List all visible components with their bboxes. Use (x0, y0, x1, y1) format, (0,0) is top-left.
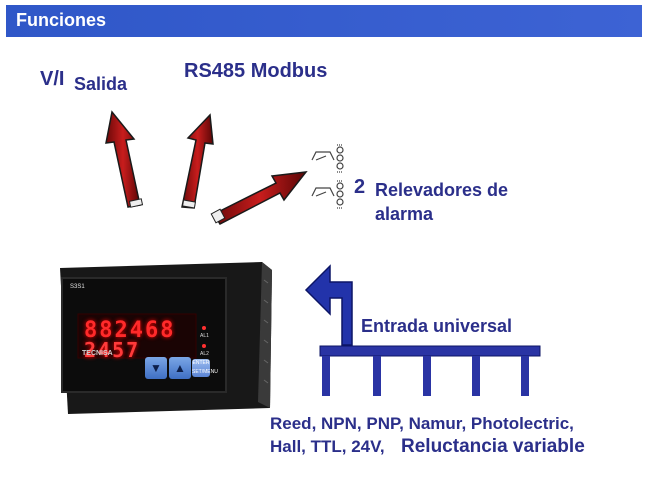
alarm-led-1 (202, 326, 206, 330)
relay-switch-icon (311, 144, 344, 173)
blue-arrow-icon (304, 264, 353, 346)
signals-line2: Hall, TTL, 24V, (270, 437, 385, 456)
relays-count: 2 (354, 176, 366, 198)
arrow-up-icon (105, 110, 144, 208)
vi-label: V/I (40, 68, 65, 90)
input-label: Entrada universal (361, 316, 513, 336)
salida-label: Salida (74, 74, 128, 94)
input-bus-icon (319, 345, 541, 396)
alarm-led-2-label: AL2 (200, 351, 209, 357)
arrow-up-icon (181, 113, 214, 209)
meter-up-button[interactable]: ▲ (169, 357, 191, 379)
display-row-2: 2457 (84, 338, 141, 362)
signals-line3: Reluctancia variable (401, 436, 585, 457)
relays-label-line2: alarma (375, 204, 434, 224)
relay-switch-icon (311, 180, 344, 209)
meter-brand: TECNISA (82, 350, 113, 357)
relays-label-line1: Relevadores de (375, 180, 509, 200)
alarm-led-2 (202, 344, 206, 348)
signals-line1: Reed, NPN, PNP, Namur, Photolectric, (270, 414, 574, 433)
arrow-right-icon (210, 171, 308, 225)
meter-down-button[interactable]: ▼ (145, 357, 167, 379)
meter-set-button[interactable]: ENTER SET/MENU (192, 359, 218, 377)
section-header: Funciones (6, 5, 642, 37)
rs485-label: RS485 Modbus (184, 60, 328, 82)
meter-model-label: S3S1 (70, 284, 85, 290)
alarm-led-1-label: AL1 (200, 333, 209, 339)
display-row-1: 882468 (84, 318, 176, 343)
section-title: Funciones (16, 10, 107, 30)
